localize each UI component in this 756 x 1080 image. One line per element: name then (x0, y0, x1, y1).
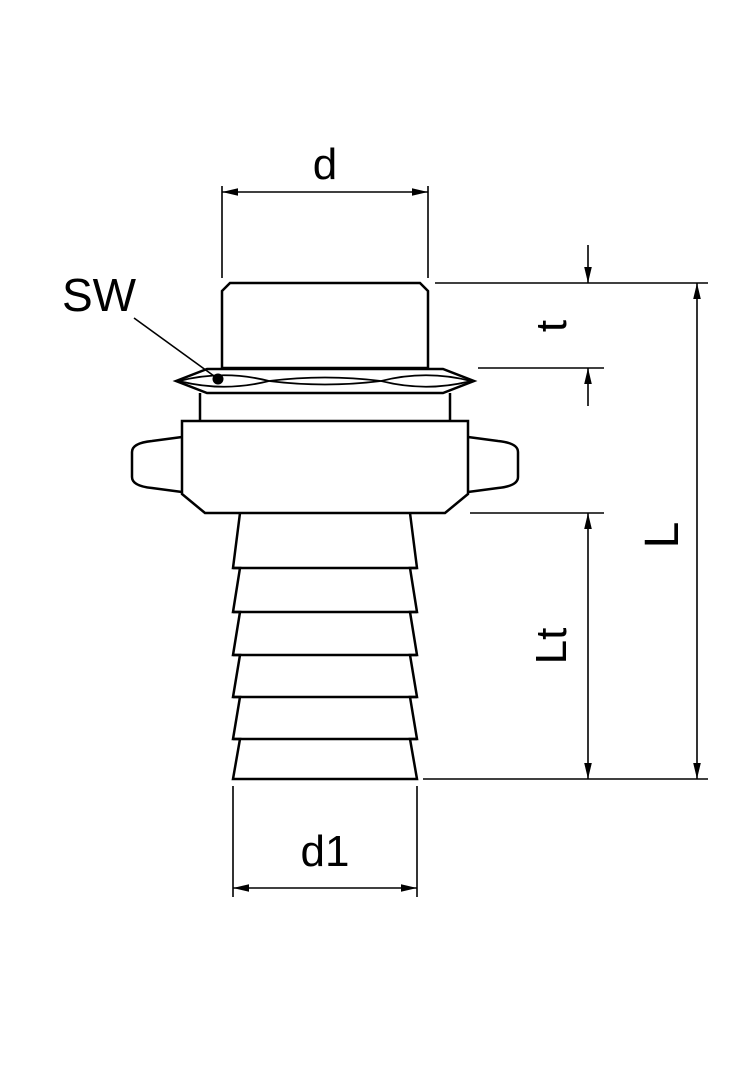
arrowhead (584, 513, 592, 529)
barb-ridge-lines (233, 566, 417, 741)
coupling-body (180, 419, 470, 515)
arrowhead (233, 884, 249, 892)
arrowhead (693, 283, 701, 299)
arrowhead (584, 763, 592, 779)
wing-left (130, 435, 183, 494)
wing-right (467, 435, 520, 494)
hex-facet-right (380, 374, 472, 388)
dim-label-d: d (313, 140, 337, 189)
arrowhead (693, 763, 701, 779)
dim-label-d1: d1 (301, 827, 350, 876)
fitting-outline (130, 281, 520, 781)
arrowhead (584, 368, 592, 384)
dim-label-l: L (636, 522, 689, 549)
leader-dot (212, 373, 224, 385)
dimension-lt: Lt (470, 512, 604, 779)
hex-facet-middle (268, 376, 382, 386)
leader-line (133, 317, 215, 377)
hex-facet-left (178, 374, 270, 388)
arrowhead (584, 267, 592, 283)
dim-label-t: t (527, 320, 576, 332)
callout-sw: SW (62, 269, 224, 385)
hex-nut-outline (172, 367, 478, 395)
dim-label-lt: Lt (527, 628, 576, 665)
dim-label-sw: SW (62, 269, 137, 321)
dimension-t: t (435, 245, 708, 406)
arrowhead (401, 884, 417, 892)
dimension-l: L (423, 283, 708, 780)
thread-section (220, 281, 430, 370)
dimension-d1: d1 (232, 786, 418, 897)
arrowhead (222, 188, 238, 196)
arrowhead (412, 188, 428, 196)
dimension-d: d (221, 140, 429, 278)
